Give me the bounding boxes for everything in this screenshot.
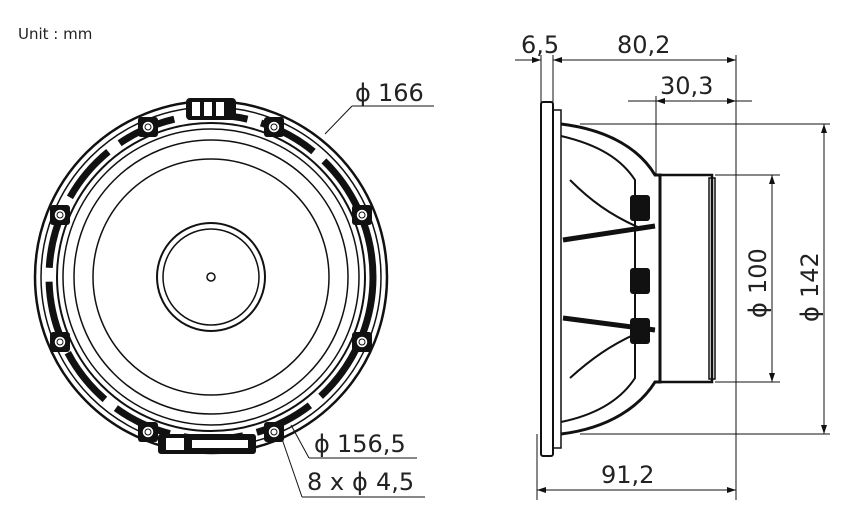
mounting-circle-symbol: ϕ xyxy=(314,430,330,458)
terminal-clip xyxy=(630,318,650,344)
total-depth-label: 91,2 xyxy=(601,461,654,489)
mounting-hole-symbol: ϕ xyxy=(352,468,368,496)
mounting-circle-leader xyxy=(290,424,310,459)
mounting-hole xyxy=(138,422,158,442)
front-view: ϕ 166 ϕ 156,5 8 x ϕ 4,5 xyxy=(33,79,434,498)
magnet-backplate xyxy=(708,177,716,380)
flange-thickness-label: 6,5 xyxy=(521,31,559,59)
dust-cap-inner xyxy=(162,228,260,326)
surround-inner xyxy=(73,139,349,415)
outer-rim xyxy=(33,99,389,455)
magnet xyxy=(658,173,714,384)
flange xyxy=(540,101,554,457)
mounting-holes xyxy=(50,117,372,442)
basket-rib xyxy=(569,331,641,379)
basket-diameter-symbol: ϕ xyxy=(796,306,824,322)
basket-diameter-label: 142 xyxy=(796,252,824,298)
mounting-hole-count: 8 x xyxy=(307,468,344,496)
cone-edge xyxy=(92,158,330,396)
surround-outer xyxy=(62,128,360,426)
mounting-hole-leader xyxy=(280,435,303,498)
mounting-circle-label: 156,5 xyxy=(337,430,406,458)
magnet-diameter-symbol: ϕ xyxy=(744,302,772,318)
dust-cap-outer xyxy=(156,222,266,332)
basket-rib xyxy=(562,223,656,243)
side-view: 6,5 80,2 30,3 91,2 ϕ 100 ϕ 142 xyxy=(515,31,830,500)
magnet-depth-label: 30,3 xyxy=(660,72,713,100)
magnet-diameter-text: ϕ 100 xyxy=(744,248,772,318)
mounting-hole-label: 4,5 xyxy=(376,468,414,496)
basket-diameter-text: ϕ 142 xyxy=(796,252,824,322)
flange-lip xyxy=(552,109,562,449)
mounting-hole xyxy=(264,422,284,442)
depth-from-flange-label: 80,2 xyxy=(617,31,670,59)
magnet-diameter-label: 100 xyxy=(744,248,772,294)
mounting-hole xyxy=(352,332,372,352)
mounting-hole xyxy=(50,332,70,352)
mounting-ring-inner xyxy=(56,122,366,432)
outer-diameter-symbol: ϕ xyxy=(355,79,371,107)
rim-inner-edge xyxy=(40,106,382,448)
terminal-clip xyxy=(630,195,650,221)
mounting-hole xyxy=(138,117,158,137)
outer-diameter-leader xyxy=(324,105,353,135)
mounting-hole xyxy=(352,205,372,225)
mounting-hole xyxy=(264,117,284,137)
units-label: Unit : mm xyxy=(18,25,92,43)
terminal-block xyxy=(186,98,236,120)
terminal-clip xyxy=(630,268,650,294)
outer-diameter-label: 166 xyxy=(378,79,424,107)
label-plate xyxy=(158,434,256,454)
basket-rib xyxy=(569,179,641,229)
mounting-slot-ring xyxy=(45,111,377,443)
center-dot xyxy=(206,272,216,282)
mounting-hole xyxy=(50,205,70,225)
basket-inner xyxy=(560,135,636,423)
